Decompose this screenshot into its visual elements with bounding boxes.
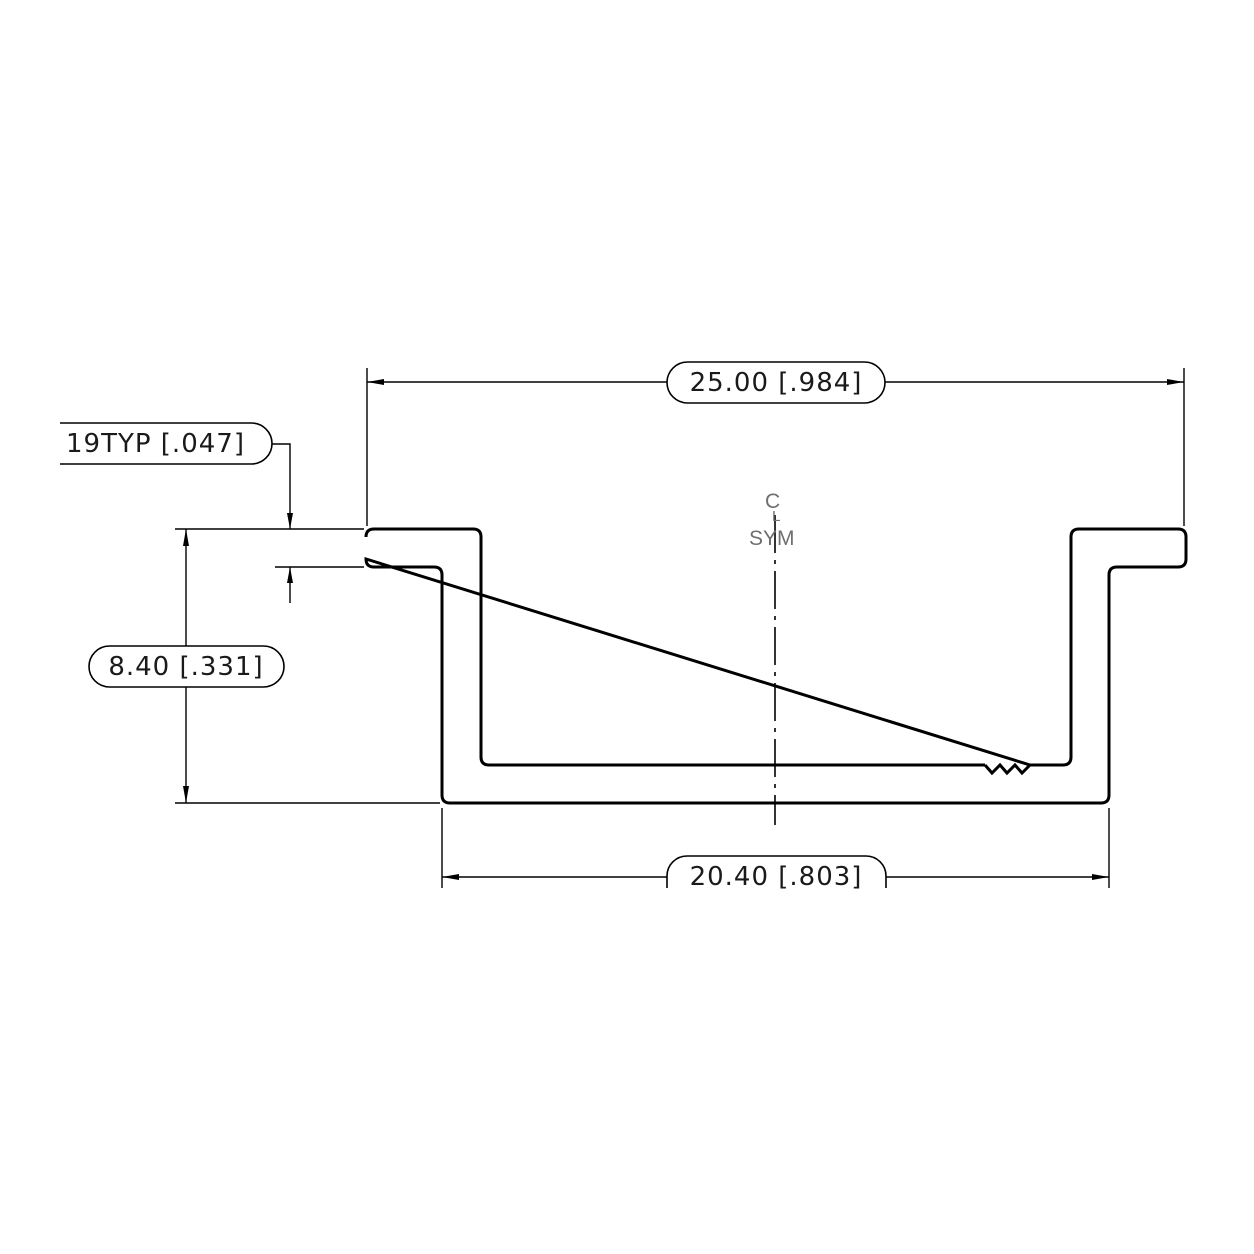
- overall-width-balloon: [666, 361, 886, 404]
- bottom-width-text: 20.40 [.803]: [690, 862, 863, 892]
- profile-outer-outline: [364, 527, 985, 767]
- arrow-left: [367, 379, 384, 385]
- height-dimension: 8.40 [.331]: [88, 528, 440, 804]
- centerline-label: SYM: [749, 527, 795, 550]
- arrow-down: [287, 513, 293, 529]
- arrow-right: [1092, 874, 1109, 880]
- centerline-symbol-subscript: L: [772, 508, 780, 525]
- centerline-symbol: C: [765, 490, 780, 513]
- thickness-text: 19TYP [.047]: [66, 429, 245, 459]
- bottom-width-balloon: [666, 855, 887, 888]
- arrow-left: [442, 874, 459, 880]
- break-symbol: [983, 762, 1032, 776]
- thickness-balloon: [60, 422, 273, 465]
- height-balloon: [88, 645, 285, 688]
- arrow-down: [183, 786, 189, 803]
- overall-width-dimension: 25.00 [.984]: [366, 361, 1185, 526]
- arrow-up: [287, 567, 293, 583]
- bottom-width-dimension: 20.40 [.803]: [441, 808, 1110, 892]
- profile-right-outline: [364, 527, 1188, 805]
- arrow-right: [1167, 379, 1184, 385]
- overall-width-text: 25.00 [.984]: [690, 368, 863, 398]
- leader-line: [272, 443, 291, 529]
- height-text: 8.40 [.331]: [108, 652, 263, 682]
- thickness-dimension: 19TYP [.047]: [60, 422, 364, 603]
- arrow-up: [183, 529, 189, 546]
